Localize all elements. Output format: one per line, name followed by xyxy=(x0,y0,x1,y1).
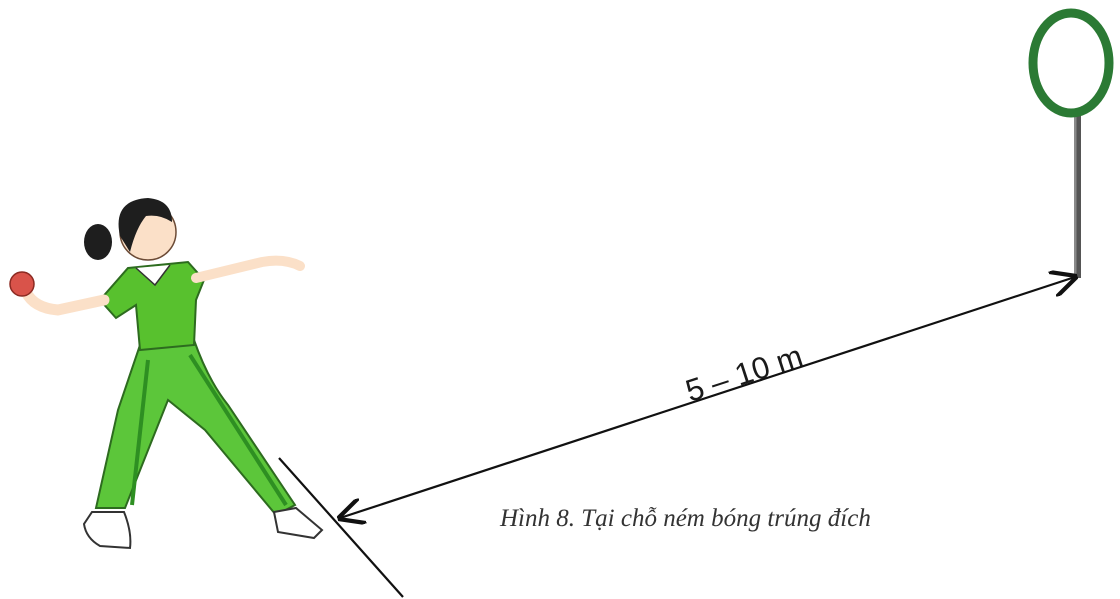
distance-arrow xyxy=(340,277,1075,518)
target-hoop xyxy=(1028,8,1114,278)
ponytail xyxy=(84,224,112,260)
throwing-arm xyxy=(20,286,110,316)
figure-caption: Hình 8. Tại chỗ ném bóng trúng đích xyxy=(500,505,871,532)
left-shoe xyxy=(82,511,132,550)
distance-label: 5 – 10 m xyxy=(681,338,807,409)
right-shoe xyxy=(272,506,324,540)
target-ring xyxy=(1028,8,1114,118)
ball xyxy=(9,271,35,297)
girl-thrower xyxy=(9,198,324,550)
shirt xyxy=(98,260,206,352)
target-pole xyxy=(1074,116,1081,278)
hair xyxy=(118,198,172,252)
front-arm xyxy=(191,255,305,283)
throw-line xyxy=(278,457,404,598)
